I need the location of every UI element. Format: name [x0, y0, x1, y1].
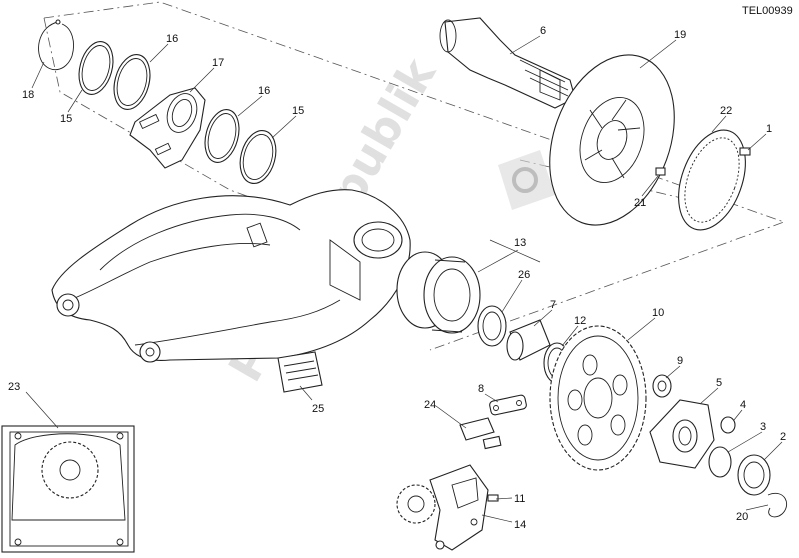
part-bearing-assembly-13 [396, 251, 481, 334]
part-brake-disc-19 [549, 54, 675, 226]
callout-5: 5 [716, 377, 722, 389]
callout-17: 17 [212, 57, 224, 69]
callout-15-lower: 15 [292, 105, 304, 117]
part-label-plate-25 [277, 351, 323, 393]
callout-16-upper: 16 [166, 33, 178, 45]
callout-14: 14 [514, 519, 526, 531]
callout-23: 23 [8, 381, 20, 393]
part-chain-joint-24 [459, 417, 502, 450]
callout-22: 22 [720, 105, 732, 117]
part-sprocket-flange-5 [649, 399, 715, 469]
callout-3: 3 [760, 421, 766, 433]
callout-26: 26 [518, 269, 530, 281]
callout-11: 11 [514, 493, 525, 505]
leader-lines [25, 35, 783, 523]
part-spacer-7 [506, 319, 551, 361]
part-bearing-2 [737, 454, 771, 496]
part-seal-26 [477, 305, 507, 347]
callout-7: 7 [550, 299, 556, 311]
part-swingarm [51, 189, 411, 363]
callout-10: 10 [652, 307, 664, 319]
callout-9: 9 [677, 355, 683, 367]
part-nut-4 [720, 416, 736, 434]
callout-16-lower: 16 [258, 85, 270, 97]
part-rear-sprocket-10 [549, 325, 647, 471]
part-screw-11 [487, 494, 499, 502]
part-circlip-18 [38, 19, 74, 71]
callout-2: 2 [780, 431, 786, 443]
part-bearing-16-upper [113, 54, 151, 110]
part-tone-ring-22 [678, 129, 746, 231]
callout-4: 4 [740, 399, 746, 411]
callout-8: 8 [478, 383, 484, 395]
part-screw-1 [739, 147, 751, 156]
part-caliper-bracket-17 [129, 87, 206, 169]
part-chain-link-8 [489, 394, 527, 416]
callout-6: 6 [540, 25, 546, 37]
callout-25: 25 [312, 403, 324, 415]
callout-20: 20 [736, 511, 748, 523]
callout-labels: TEL00939 1 2 3 4 5 6 7 8 9 10 11 12 13 1… [8, 5, 793, 531]
part-circlip-20 [767, 492, 787, 518]
watermark-gear-icon [498, 150, 555, 210]
part-front-sprocket [396, 484, 436, 524]
part-bearing-16-lower [204, 109, 240, 163]
part-seal-15-lower [239, 130, 277, 184]
callout-1: 1 [766, 123, 772, 135]
callout-15-upper: 15 [60, 113, 72, 125]
callout-12: 12 [574, 315, 586, 327]
part-seal-15-upper [78, 41, 114, 95]
callout-21: 21 [634, 197, 646, 209]
part-bush-9 [652, 374, 672, 398]
part-sprocket-cover-14 [429, 464, 489, 551]
callout-19: 19 [674, 29, 686, 41]
part-eccentric-hub-6 [439, 17, 576, 109]
callout-24: 24 [424, 399, 436, 411]
diagram-code-label: TEL00939 [742, 5, 793, 17]
callout-13: 13 [514, 237, 526, 249]
inset-drive-sprocket-23 [1, 425, 135, 553]
callout-18: 18 [22, 89, 34, 101]
part-screw-21 [655, 167, 666, 176]
part-seal-3 [708, 446, 732, 478]
